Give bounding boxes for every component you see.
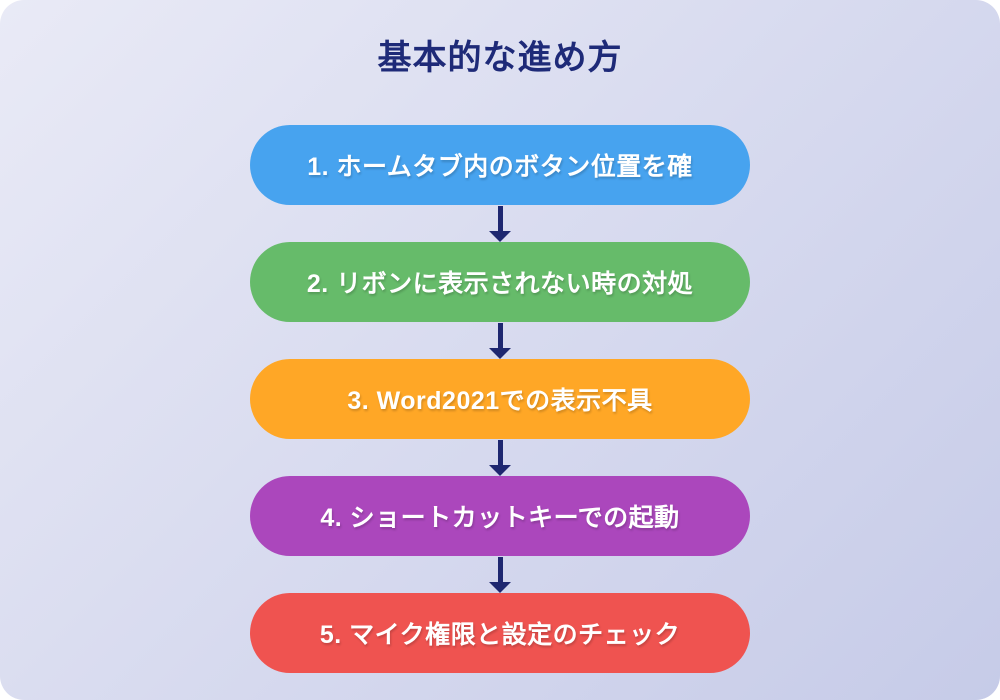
flow-step-2: 2. リボンに表示されない時の対処 <box>250 242 750 322</box>
flow-step-2-label: 2. リボンに表示されない時の対処 <box>306 270 694 298</box>
flow-step-5-label: 5. マイク権限と設定のチェック <box>319 621 681 649</box>
flow-step-1-label: 1. ホームタブ内のボタン位置を確 <box>307 153 693 181</box>
flow-step-3: 3. Word2021での表示不具 <box>250 359 750 439</box>
down-arrow-1-head <box>489 231 511 242</box>
down-arrow-4-shaft <box>497 557 503 584</box>
down-arrow-1-shaft <box>497 206 503 233</box>
down-arrow-3 <box>250 439 750 476</box>
down-arrow-4-head <box>489 582 511 593</box>
flow-diagram: 1. ホームタブ内のボタン位置を確 2. リボンに表示されない時の対処 3. W… <box>250 125 750 673</box>
flow-step-3-label: 3. Word2021での表示不具 <box>347 387 653 415</box>
flow-step-4: 4. ショートカットキーでの起動 <box>250 476 750 556</box>
down-arrow-4 <box>250 556 750 593</box>
down-arrow-3-head <box>489 465 511 476</box>
flow-step-5: 5. マイク権限と設定のチェック <box>250 593 750 673</box>
flow-step-4-label: 4. ショートカットキーでの起動 <box>320 504 680 532</box>
down-arrow-2-head <box>489 348 511 359</box>
down-arrow-2-shaft <box>497 323 503 350</box>
down-arrow-3-shaft <box>497 440 503 467</box>
flow-step-1: 1. ホームタブ内のボタン位置を確 <box>250 125 750 205</box>
diagram-title: 基本的な進め方 <box>377 39 623 77</box>
down-arrow-1 <box>250 205 750 242</box>
down-arrow-2 <box>250 322 750 359</box>
